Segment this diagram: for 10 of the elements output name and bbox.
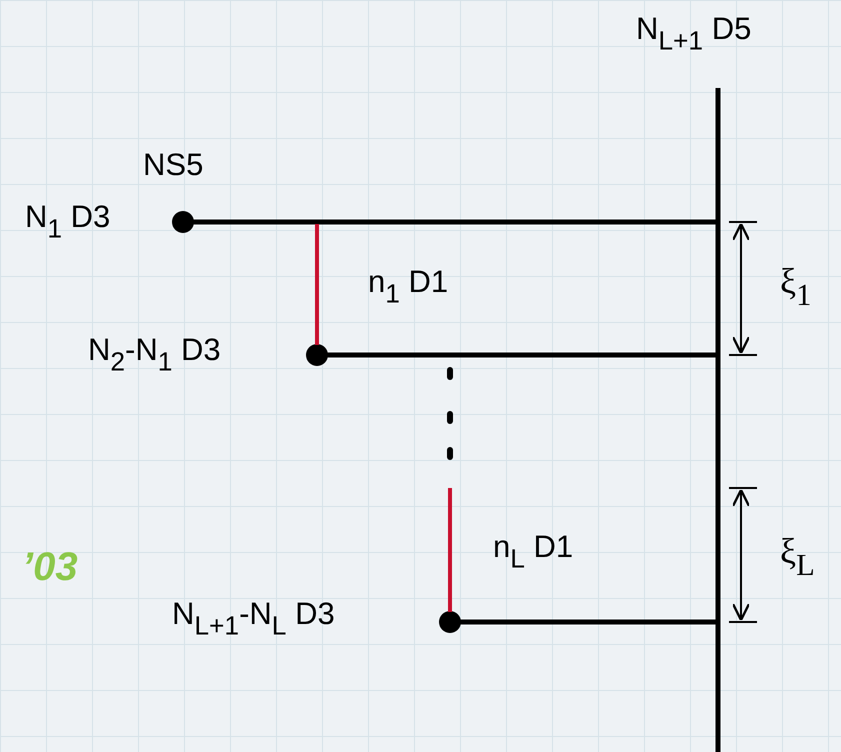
brane-label: n$_{L}$ D1 xyxy=(493,530,574,574)
dimension-label: ξ$_{1}$ xyxy=(780,262,812,313)
dimension-label: ξ$_{L}$ xyxy=(780,532,815,583)
year-mark: ’03 xyxy=(22,545,78,589)
brane-label: n$_{1}$ D1 xyxy=(368,265,448,308)
brane-label: N$_{L+1}$ D5 xyxy=(636,12,752,56)
brane-label: N$_{1}$ D3 xyxy=(25,200,110,244)
brane-label: N$_{L+1}$-N$_{L}$ D3 xyxy=(172,597,335,640)
brane-label: N$_{2}$-N$_{1}$ D3 xyxy=(88,333,221,376)
brane-label: NS5 xyxy=(143,148,204,182)
